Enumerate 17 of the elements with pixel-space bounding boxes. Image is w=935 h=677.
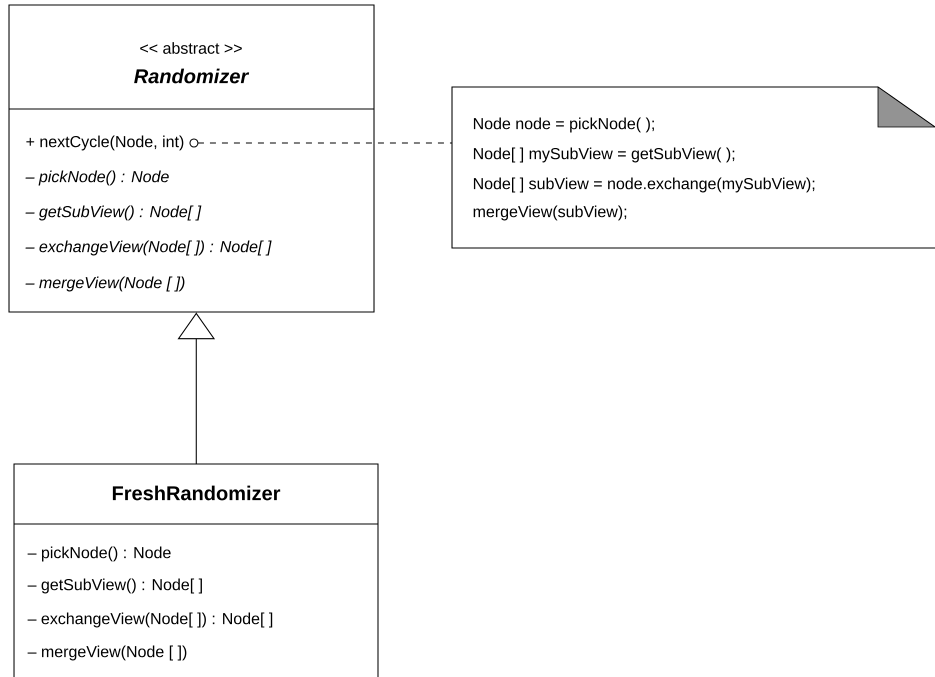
stereotype-label: << abstract >> [140,42,242,54]
method-label: – mergeView(Node [ ]) [28,646,186,660]
code-line: Node node = pickNode( ); [474,118,654,132]
method-label: – getSubView() : Node[ ] [28,578,202,594]
method-label: – pickNode() : Node [26,170,169,186]
code-line: Node[ ] subView = node.exchange(mySubView); [474,178,814,192]
code-line: Node[ ] mySubView = getSubView( ); [474,148,734,162]
note-connector [189,138,452,148]
method-label: – exchangeView(Node[ ]) : Node[ ] [28,612,272,628]
code-line: mergeView(subView); [474,206,626,220]
method-label: – exchangeView(Node[ ]) : Node[ ] [26,240,272,256]
method-label: + nextCycle(Node, int) [26,136,184,150]
method-label: – pickNode() : Node [28,546,171,562]
method-label: – mergeView(Node [ ]) [26,276,184,292]
class-name: FreshRandomizer [112,486,280,500]
class-name: Randomizer [134,68,250,84]
method-label: – getSubView() : Node[ ] [26,206,202,220]
